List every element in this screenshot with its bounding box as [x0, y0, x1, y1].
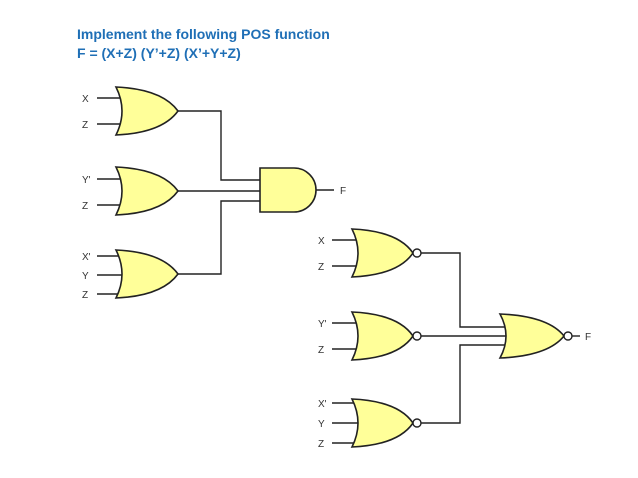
top-g1-in-x-label: X	[82, 94, 89, 105]
top-and-gate	[259, 167, 317, 213]
top-g3-in-z-label: Z	[82, 290, 88, 301]
top-g2-in-z-label: Z	[82, 201, 88, 212]
bottom-g3-input-wires	[332, 402, 358, 444]
bottom-g2-in-z-label: Z	[318, 345, 324, 356]
bottom-nor-gate-3	[350, 398, 414, 448]
bottom-nor-gate-1	[350, 228, 414, 278]
bottom-g3-in-y-label: Y	[318, 419, 325, 430]
top-g2-input-wires	[97, 178, 122, 206]
bottom-g1-in-z-label: Z	[318, 262, 324, 273]
top-wire-or3-to-and	[178, 200, 260, 275]
bottom-wire-nor3-to-nor	[421, 344, 508, 424]
title-line-1: Implement the following POS function	[77, 26, 330, 42]
title-line-2: F = (X+Z) (Y’+Z) (X’+Y+Z)	[77, 45, 241, 61]
bottom-g3-in-x-label: X'	[318, 399, 327, 410]
bottom-g2-input-wires	[332, 322, 358, 350]
bottom-g3-in-z-label: Z	[318, 439, 324, 450]
top-output-label: F	[340, 186, 346, 197]
bottom-nor-3-bubble	[412, 418, 422, 428]
bottom-circuit: X Z Y' Z X' Y Z F	[318, 228, 591, 450]
top-g3-input-wires	[97, 255, 122, 295]
bottom-final-nor-gate	[498, 313, 566, 359]
bottom-nor-1-bubble	[412, 248, 422, 258]
bottom-g1-in-x-label: X	[318, 236, 325, 247]
top-g1-input-wires	[97, 97, 122, 125]
bottom-nor-2-bubble	[412, 331, 422, 341]
top-g3-in-y-label: Y	[82, 271, 89, 282]
top-wire-or1-to-and	[178, 110, 260, 181]
bottom-wire-nor1-to-nor	[421, 252, 508, 328]
bottom-g2-in-y-label: Y'	[318, 319, 327, 330]
top-circuit: X Z Y' Z X' Y Z F	[82, 86, 346, 301]
top-or-gate-1	[114, 86, 179, 136]
top-g2-in-y-label: Y'	[82, 175, 91, 186]
bottom-output-label: F	[585, 332, 591, 343]
top-g3-in-x-label: X'	[82, 252, 91, 263]
bottom-final-nor-bubble	[563, 331, 573, 341]
bottom-nor-gate-2	[350, 311, 414, 361]
top-g1-in-z-label: Z	[82, 120, 88, 131]
top-or-gate-3	[114, 249, 179, 299]
bottom-g1-input-wires	[332, 239, 358, 267]
top-or-gate-2	[114, 166, 179, 216]
